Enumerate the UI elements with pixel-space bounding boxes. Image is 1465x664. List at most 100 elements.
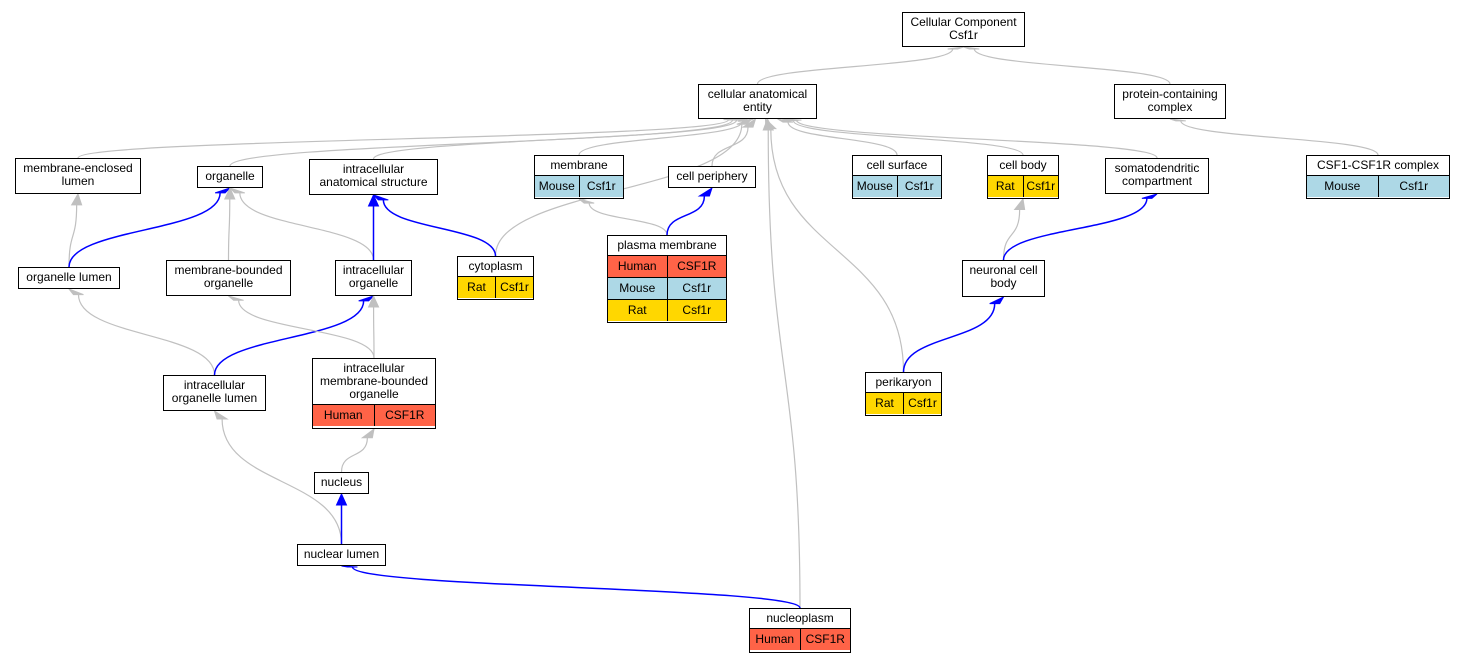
- gene-cell: Csf1r: [903, 393, 941, 414]
- edge-arrowhead: [360, 427, 375, 439]
- node-label: membrane-bounded organelle: [174, 263, 283, 290]
- node-label: intracellular organelle: [342, 263, 405, 290]
- edge-arrowhead: [335, 492, 348, 506]
- edge-is_a-orgl-to-mel: [68, 204, 78, 268]
- edge-arrowhead: [1013, 197, 1026, 210]
- node-intracellular-organelle[interactable]: intracellular organelle: [335, 260, 412, 296]
- edge-arrowhead: [731, 118, 748, 121]
- node-label: nucleoplasm: [766, 611, 834, 625]
- node-label: Cellular Component Csf1r: [910, 15, 1017, 42]
- edge-arrowhead: [223, 186, 236, 200]
- node-organelle-lumen[interactable]: organelle lumen: [18, 267, 120, 289]
- edge-is_a-nuc-to-imbo: [340, 437, 368, 473]
- node-nuclear-lumen[interactable]: nuclear lumen: [297, 544, 386, 566]
- edge-is_a-imbo-to-mbo: [238, 300, 375, 359]
- edge-is_a-mel-to-cae: [77, 119, 730, 159]
- node-nucleus[interactable]: nucleus: [314, 472, 369, 494]
- edge-part_of-pm-to-cper: [666, 195, 706, 236]
- node-label: membrane-enclosed lumen: [23, 161, 133, 188]
- edge-part_of-iol-to-io: [213, 300, 365, 376]
- species-cell: Rat: [608, 300, 667, 321]
- node-label: intracellular organelle lumen: [171, 378, 258, 405]
- edge-arrowhead: [741, 117, 757, 128]
- edge-is_a-iol-to-orgl: [77, 294, 216, 376]
- edge-arrowhead: [762, 117, 775, 131]
- node-label: intracellular membrane-bounded organelle: [319, 361, 429, 401]
- edge-part_of-orgl-to-org: [68, 192, 221, 268]
- node-cellular-anatomical-entity[interactable]: cellular anatomical entity: [698, 84, 817, 119]
- edge-is_a-pm-to-mem: [588, 202, 668, 236]
- gene-cell: Csf1r: [1377, 176, 1449, 197]
- node-label: perikaryon: [875, 375, 932, 389]
- node-somatodendritic-compartment[interactable]: somatodendritic compartment: [1105, 158, 1209, 194]
- edge-arrowhead: [989, 295, 1005, 305]
- node-cell-periphery[interactable]: cell periphery: [668, 166, 756, 188]
- edge-arrowhead: [373, 194, 389, 201]
- edge-arrowhead: [67, 287, 84, 296]
- node-label: organelle: [205, 169, 255, 183]
- edge-is_a-peri-to-cae: [770, 128, 905, 373]
- edge-is_a-ias-to-cae: [372, 119, 738, 160]
- edge-arrowhead: [963, 46, 980, 50]
- species-cell: Mouse: [608, 278, 667, 299]
- node-neuronal-cell-body[interactable]: neuronal cell body: [962, 260, 1045, 297]
- node-organelle[interactable]: organelle: [197, 166, 263, 188]
- edge-arrowhead: [367, 193, 380, 207]
- edge-is_a-io-to-org: [239, 192, 375, 261]
- edge-is_a-mem-to-cae: [578, 120, 744, 156]
- edge-arrowhead: [229, 187, 245, 194]
- edge-is_a-org-to-cae: [229, 119, 734, 167]
- edge-is_a-csf-to-pcc: [1180, 120, 1379, 156]
- node-intracellular-anatomical-structure[interactable]: intracellular anatomical structure: [309, 159, 438, 195]
- edge-arrowhead: [578, 198, 595, 204]
- node-membrane-bounded-organelle[interactable]: membrane-bounded organelle: [166, 260, 291, 296]
- edge-part_of-peri-to-ncb: [902, 303, 996, 373]
- edge-part_of-ncb-to-somc: [1002, 198, 1148, 261]
- edge-arrowhead: [70, 192, 83, 206]
- edge-is_a-cper-to-cae: [711, 127, 749, 167]
- node-label: CSF1-CSF1R complex: [1316, 158, 1440, 172]
- node-label: cytoplasm: [468, 259, 523, 273]
- node-label: protein-containing complex: [1122, 87, 1218, 114]
- node-label: nuclear lumen: [303, 547, 380, 561]
- gene-cell: Csf1r: [896, 176, 941, 197]
- node-label: intracellular anatomical structure: [319, 162, 428, 189]
- edge-arrowhead: [367, 294, 380, 308]
- edge-arrowhead: [341, 565, 358, 568]
- node-label: membrane: [550, 158, 608, 172]
- edge-arrowhead: [228, 295, 244, 301]
- node-label: cell surface: [866, 158, 928, 172]
- node-label: cellular anatomical entity: [707, 87, 808, 114]
- species-cell: Rat: [866, 393, 903, 414]
- node-intracellular-membrane-bounded-organelle[interactable]: intracellular membrane-bounded organelle…: [312, 358, 436, 429]
- node-membrane-enclosed-lumen[interactable]: membrane-enclosed lumen: [15, 158, 141, 194]
- edge-is_a-nl-to-iol: [221, 418, 343, 545]
- edge-arrowhead: [947, 46, 964, 50]
- species-cell: Mouse: [853, 176, 897, 197]
- node-protein-containing-complex[interactable]: protein-containing complex: [1114, 84, 1226, 119]
- node-intracellular-organelle-lumen[interactable]: intracellular organelle lumen: [163, 375, 266, 411]
- species-cell: Mouse: [1307, 176, 1378, 197]
- node-label: somatodendritic compartment: [1114, 161, 1200, 188]
- gene-cell: Csf1r: [666, 278, 726, 299]
- node-cellular-component[interactable]: Cellular Component Csf1r: [902, 12, 1025, 47]
- node-label: cell body: [999, 158, 1047, 172]
- edge-is_a-cbody-to-cae: [792, 120, 1024, 156]
- node-label: cell periphery: [676, 169, 748, 183]
- edge-arrowhead: [214, 187, 231, 194]
- edge-is_a-np-to-cae: [767, 129, 801, 609]
- gene-cell: CSF1R: [799, 629, 850, 650]
